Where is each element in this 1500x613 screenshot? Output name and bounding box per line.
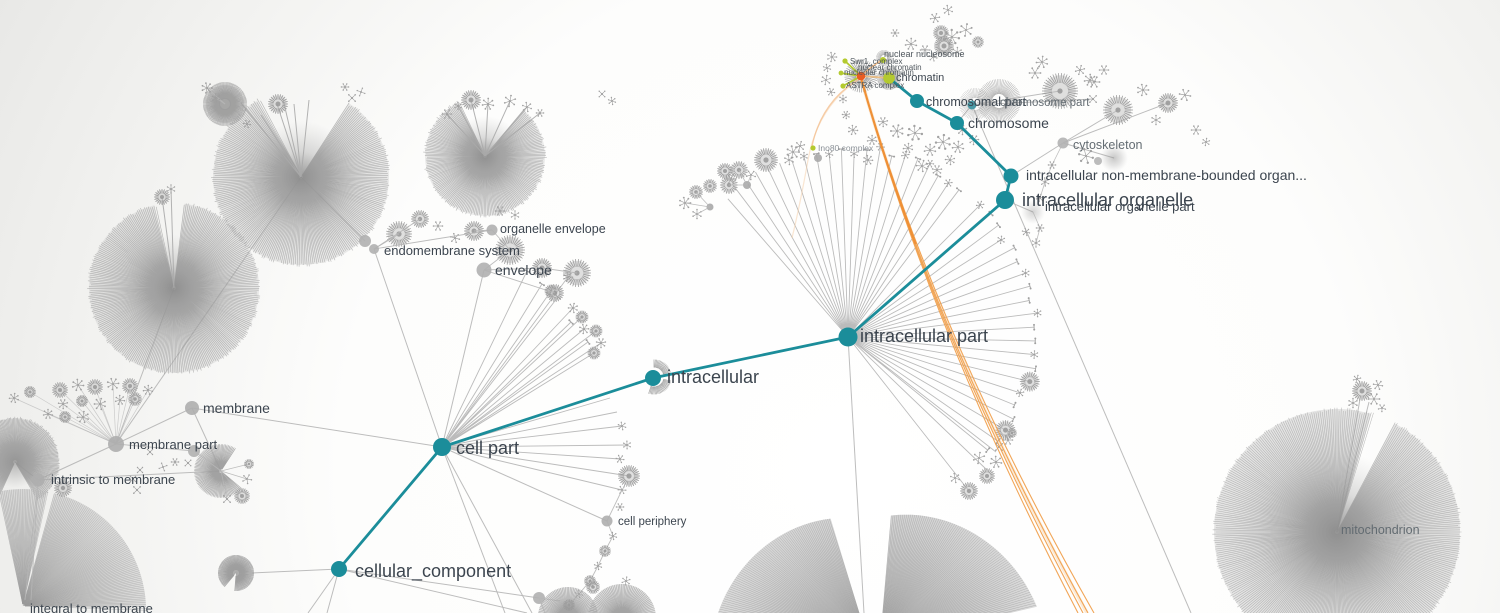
- svg-text:cell periphery: cell periphery: [618, 516, 687, 528]
- svg-text:nuclear chromatin: nuclear chromatin: [858, 63, 922, 72]
- svg-text:chromosome: chromosome: [968, 115, 1049, 131]
- svg-text:intracellular part: intracellular part: [860, 326, 988, 346]
- svg-text:membrane: membrane: [203, 400, 270, 416]
- svg-text:nucleolar chromatin: nucleolar chromatin: [844, 68, 914, 77]
- svg-text:Swr1_complex: Swr1_complex: [850, 57, 902, 66]
- svg-text:nuclear nucleosome: nuclear nucleosome: [884, 49, 965, 59]
- svg-text:Ino80 complex: Ino80 complex: [818, 143, 874, 153]
- svg-text:mitochondrion: mitochondrion: [1341, 523, 1420, 537]
- svg-text:cellular_component: cellular_component: [355, 561, 511, 582]
- svg-text:chromatin: chromatin: [896, 72, 944, 84]
- svg-text:cytoskeleton: cytoskeleton: [1073, 138, 1143, 152]
- svg-text:membrane part: membrane part: [129, 437, 218, 452]
- svg-text:cell part: cell part: [456, 438, 519, 458]
- svg-text:intrinsic to membrane: intrinsic to membrane: [51, 472, 175, 487]
- svg-text:organelle envelope: organelle envelope: [500, 222, 606, 236]
- svg-text:intracellular organelle part: intracellular organelle part: [1045, 199, 1195, 214]
- svg-text:ASTRA complex: ASTRA complex: [846, 81, 904, 90]
- svg-text:integral to membrane: integral to membrane: [30, 601, 153, 613]
- svg-text:envelope: envelope: [495, 262, 552, 278]
- svg-text:intracellular: intracellular: [667, 367, 759, 387]
- svg-text:intracellular organelle: intracellular organelle: [1022, 190, 1193, 210]
- svg-text:chromosomal part: chromosomal part: [926, 95, 1027, 109]
- svg-text:chromosome part: chromosome part: [1000, 97, 1090, 109]
- svg-text:endomembrane system: endomembrane system: [384, 243, 520, 258]
- svg-text:intracellular non-membrane-bou: intracellular non-membrane-bounded organ…: [1026, 167, 1307, 183]
